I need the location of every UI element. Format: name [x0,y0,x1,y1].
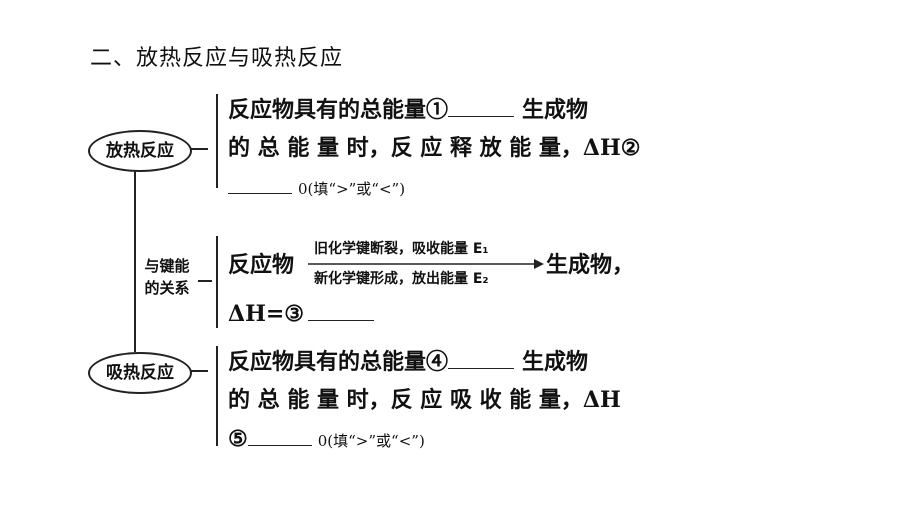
blank-4[interactable] [448,342,515,369]
endo-bracket-bar [216,346,218,446]
blank-1[interactable] [448,90,515,117]
endo-text-5: 0(填“>”或“<”) [317,432,425,450]
exo-bracket-bar [216,94,218,188]
exothermic-oval: 放热反应 [88,130,192,172]
arrow-top-label: 旧化学键断裂，吸收能量 E₁ [314,241,489,257]
endothermic-description: 反应物具有的总能量④ 生成物 的 总 能 量 时，反 应 吸 收 能 量，ΔH ⑤… [228,342,621,460]
bond-delta-h: ΔH=③ [228,301,305,327]
exo-text-4: 0(填“>”或“<”) [298,180,406,198]
bond-arrow: 旧化学键断裂，吸收能量 E₁ 新化学键形成，放出能量 E₂ [308,238,544,288]
endo-text-2: 生成物 [522,349,589,375]
tree-vertical-connector [134,168,136,352]
connector-bond [198,280,212,282]
endothermic-oval: 吸热反应 [88,352,192,394]
exo-text-3: 的 总 能 量 时，反 应 释 放 能 量，ΔH② [228,135,641,161]
arrow-icon [308,259,544,269]
connector-exothermic [188,148,208,150]
bond-energy-label: 与键能 的关系 [136,255,198,299]
bond-label-line1: 与键能 [144,257,190,275]
bond-bracket-bar [216,236,218,328]
arrow-bottom-label: 新化学键形成，放出能量 E₂ [314,271,489,287]
bond-reactant: 反应物 [228,252,295,278]
endo-text-3: 的 总 能 量 时，反 应 吸 收 能 量，ΔH [228,387,621,413]
connector-endothermic [188,370,208,372]
section-heading: 二、放热反应与吸热反应 [90,46,344,71]
exo-text-2: 生成物 [522,97,589,123]
bond-delta-h-line: ΔH=③ [228,294,375,333]
endo-text-4: ⑤ [228,426,248,452]
bond-label-line2: 的关系 [144,279,190,297]
blank-2[interactable] [228,167,292,194]
bond-product: 生成物， [546,252,635,278]
exo-text-1: 反应物具有的总能量① [228,97,449,123]
blank-3[interactable] [308,294,375,321]
blank-5[interactable] [247,419,312,446]
endo-text-1: 反应物具有的总能量④ [228,349,449,375]
